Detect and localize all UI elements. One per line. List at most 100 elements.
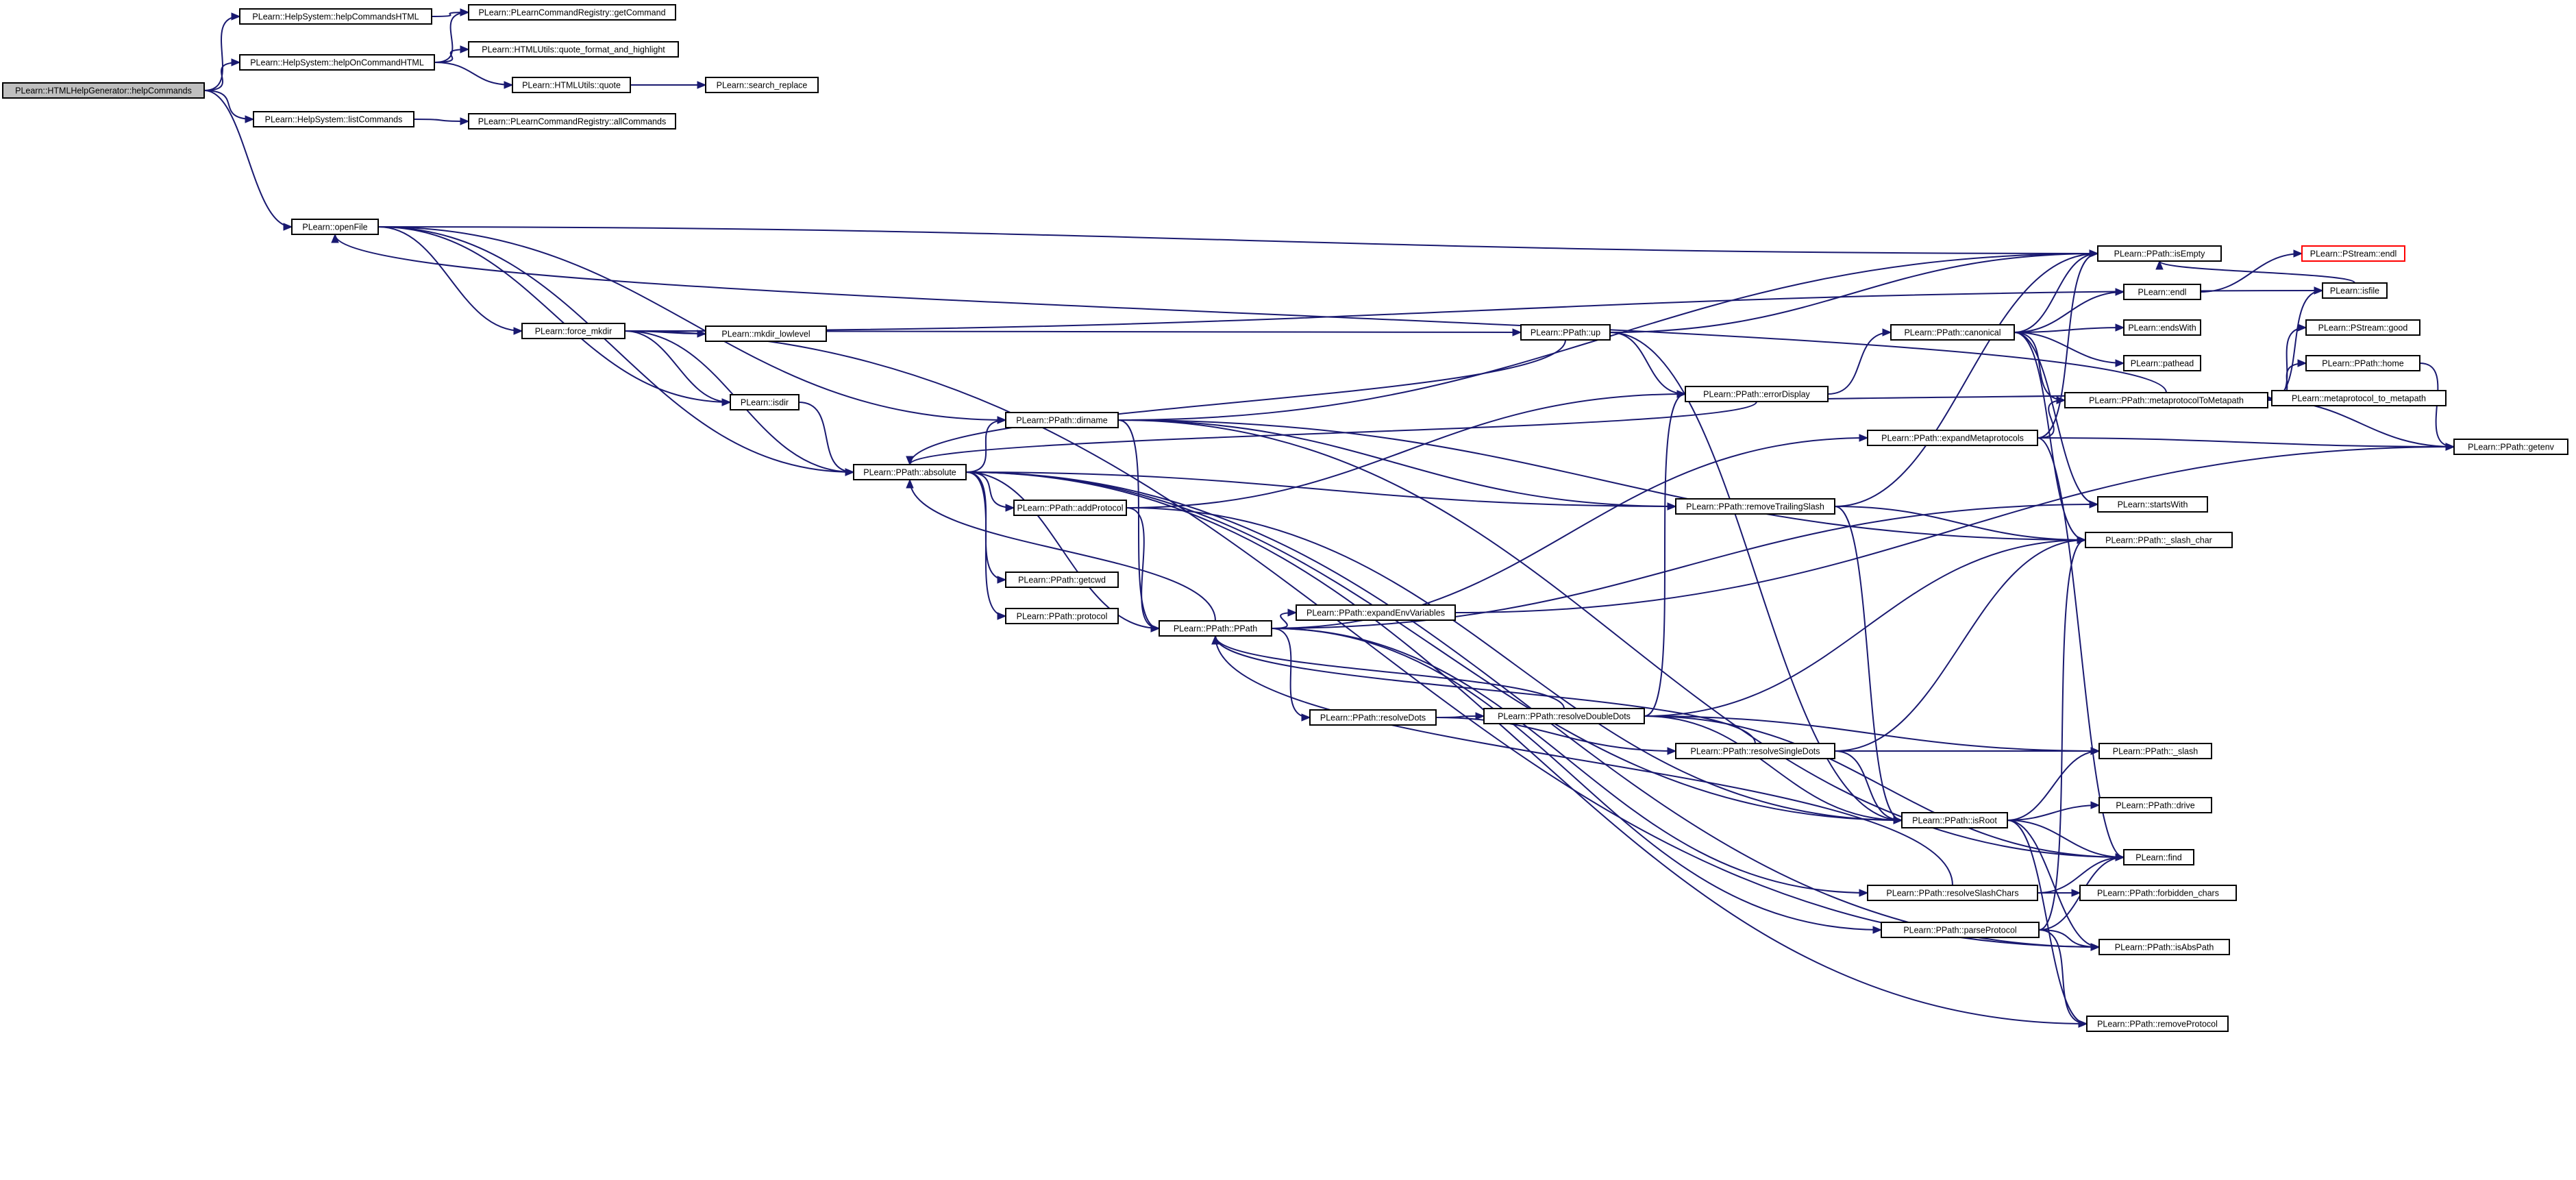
node-box bbox=[2098, 743, 2212, 759]
node-box bbox=[705, 77, 819, 93]
node-plearn-endswith[interactable]: PLearn::endsWith bbox=[2123, 319, 2201, 336]
node-plearn-ppath-isabspath[interactable]: PLearn::PPath::isAbsPath bbox=[2098, 939, 2230, 955]
node-plearn-ppath-removeprotocol[interactable]: PLearn::PPath::removeProtocol bbox=[2086, 1016, 2229, 1032]
node-plearn-startswith[interactable]: PLearn::startsWith bbox=[2097, 496, 2208, 513]
edge-n34-n45 bbox=[2267, 290, 2323, 401]
node-plearn-metaprotocol-to-metapath[interactable]: PLearn::metaprotocol_to_metapath bbox=[2271, 390, 2447, 406]
node-plearn-helpsystem-helpcommandshtml[interactable]: PLearn::HelpSystem::helpCommandsHTML bbox=[239, 8, 432, 25]
node-plearn-plearncommandregistry-getcommand[interactable]: PLearn::PLearnCommandRegistry::getComman… bbox=[468, 4, 676, 21]
node-plearn-ppath-expandmetaprotocols[interactable]: PLearn::PPath::expandMetaprotocols bbox=[1867, 430, 2038, 446]
node-plearn-ppath-getcwd[interactable]: PLearn::PPath::getcwd bbox=[1005, 571, 1119, 588]
node-plearn-pstream-good[interactable]: PLearn::PStream::good bbox=[2305, 319, 2420, 336]
node-plearn-ppath-slash-char[interactable]: PLearn::PPath::_slash_char bbox=[2085, 532, 2233, 548]
node-plearn-ppath-metaprotocoltometapath[interactable]: PLearn::PPath::metaprotocolToMetapath bbox=[2064, 392, 2268, 408]
node-plearn-ppath-resolvesingledots[interactable]: PLearn::PPath::resolveSingleDots bbox=[1675, 743, 1835, 759]
node-plearn-pathead[interactable]: PLearn::pathead bbox=[2123, 355, 2201, 371]
node-plearn-ppath-expandenvvariables[interactable]: PLearn::PPath::expandEnvVariables bbox=[1296, 604, 1456, 621]
node-label: PLearn::PPath::_slash_char bbox=[2105, 536, 2212, 545]
edge-n0-n7 bbox=[203, 90, 254, 120]
node-plearn-force-mkdir[interactable]: PLearn::force_mkdir bbox=[521, 323, 626, 339]
edge-arrowhead bbox=[1475, 712, 1485, 720]
node-label: PLearn::PPath::resolveDots bbox=[1320, 713, 1426, 723]
node-plearn-ppath-resolvedots[interactable]: PLearn::PPath::resolveDots bbox=[1309, 709, 1437, 726]
edge-arrowhead bbox=[2090, 747, 2101, 755]
edge-n24-n35 bbox=[1834, 253, 2098, 507]
node-box bbox=[1890, 324, 2015, 341]
node-plearn-pstream-endl[interactable]: PLearn::PStream::endl bbox=[2301, 245, 2405, 262]
node-plearn-isfile[interactable]: PLearn::isfile bbox=[2322, 282, 2388, 299]
node-plearn-ppath-slash[interactable]: PLearn::PPath::_slash bbox=[2098, 743, 2212, 759]
edge-n21-n28 bbox=[1644, 715, 1903, 821]
edge-arrowhead bbox=[283, 223, 293, 231]
edge-n27-n34 bbox=[2037, 400, 2066, 439]
node-plearn-helpsystem-listcommands[interactable]: PLearn::HelpSystem::listCommands bbox=[253, 111, 414, 127]
node-plearn-ppath-drive[interactable]: PLearn::PPath::drive bbox=[2098, 797, 2212, 813]
node-plearn-ppath-isroot[interactable]: PLearn::PPath::isRoot bbox=[1901, 812, 2008, 828]
node-plearn-openfile[interactable]: PLearn::openFile bbox=[291, 219, 379, 235]
edge-arrowhead bbox=[460, 117, 470, 125]
edge-n10-n12 bbox=[624, 330, 731, 403]
node-plearn-ppath-errordisplay[interactable]: PLearn::PPath::errorDisplay bbox=[1685, 386, 1829, 402]
node-plearn-ppath-removetrailingslash[interactable]: PLearn::PPath::removeTrailingSlash bbox=[1675, 498, 1835, 515]
edge-n3-n5 bbox=[434, 62, 513, 86]
edge-arrowhead bbox=[2071, 889, 2081, 897]
node-plearn-ppath-forbidden-chars[interactable]: PLearn::PPath::forbidden_chars bbox=[2079, 885, 2237, 901]
edge-arrowhead bbox=[906, 478, 914, 489]
node-box bbox=[1309, 709, 1437, 726]
call-graph-nodes: PLearn::HTMLHelpGenerator::helpCommandsP… bbox=[2, 4, 2568, 1032]
node-label: PLearn::HelpSystem::listCommands bbox=[265, 115, 403, 125]
node-box bbox=[2097, 245, 2222, 262]
edge-arrowhead bbox=[504, 81, 514, 89]
edge-arrowhead bbox=[1676, 390, 1687, 398]
node-plearn-isdir[interactable]: PLearn::isdir bbox=[730, 394, 800, 410]
node-plearn-mkdir-lowlevel[interactable]: PLearn::mkdir_lowlevel bbox=[705, 325, 827, 342]
edge-n9-n35 bbox=[377, 226, 2098, 254]
node-plearn-ppath-ppath[interactable]: PLearn::PPath::PPath bbox=[1159, 620, 1272, 637]
node-box bbox=[705, 325, 827, 342]
edge-arrowhead bbox=[1005, 504, 1015, 512]
node-plearn-find[interactable]: PLearn::find bbox=[2123, 849, 2194, 865]
node-plearn-ppath-canonical[interactable]: PLearn::PPath::canonical bbox=[1890, 324, 2015, 341]
edge-n22-n13 bbox=[909, 339, 1566, 465]
node-plearn-endl[interactable]: PLearn::endl bbox=[2123, 284, 2201, 300]
node-box bbox=[2064, 392, 2268, 408]
node-plearn-plearncommandregistry-allcommands[interactable]: PLearn::PLearnCommandRegistry::allComman… bbox=[468, 113, 676, 130]
edge-arrowhead bbox=[2297, 359, 2307, 367]
edge-arrowhead bbox=[2115, 323, 2125, 332]
node-plearn-ppath-resolveslashchars[interactable]: PLearn::PPath::resolveSlashChars bbox=[1867, 885, 2038, 901]
node-plearn-ppath-dirname[interactable]: PLearn::PPath::dirname bbox=[1005, 412, 1119, 428]
edge-n24-n37 bbox=[1834, 506, 2086, 541]
node-box bbox=[1159, 620, 1272, 637]
edge-arrowhead bbox=[513, 327, 523, 335]
edge-n26-n33 bbox=[2014, 332, 2125, 364]
node-box bbox=[1296, 604, 1456, 621]
node-label: PLearn::force_mkdir bbox=[535, 327, 612, 336]
node-plearn-ppath-up[interactable]: PLearn::PPath::up bbox=[1520, 324, 1611, 341]
node-label: PLearn::PPath::addProtocol bbox=[1017, 504, 1124, 513]
node-plearn-htmlhelpgenerator-helpcommands[interactable]: PLearn::HTMLHelpGenerator::helpCommands bbox=[2, 82, 205, 99]
edge-n26-n35 bbox=[2014, 253, 2098, 333]
node-plearn-ppath-getenv[interactable]: PLearn::PPath::getenv bbox=[2453, 439, 2568, 455]
node-plearn-ppath-parseprotocol[interactable]: PLearn::PPath::parseProtocol bbox=[1881, 922, 2040, 938]
node-plearn-htmlutils-quote[interactable]: PLearn::HTMLUtils::quote bbox=[512, 77, 631, 93]
node-plearn-ppath-resolvedoubledots[interactable]: PLearn::PPath::resolveDoubleDots bbox=[1483, 708, 1645, 724]
node-box bbox=[291, 219, 379, 235]
edge-arrowhead bbox=[2090, 943, 2101, 951]
node-plearn-ppath-absolute[interactable]: PLearn::PPath::absolute bbox=[853, 464, 967, 480]
node-plearn-ppath-addprotocol[interactable]: PLearn::PPath::addProtocol bbox=[1013, 500, 1127, 516]
node-plearn-search-replace[interactable]: PLearn::search_replace bbox=[705, 77, 819, 93]
node-label: PLearn::mkdir_lowlevel bbox=[721, 330, 810, 339]
node-box bbox=[2123, 319, 2201, 336]
node-plearn-htmlutils-quote-format-and-highlight[interactable]: PLearn::HTMLUtils::quote_format_and_high… bbox=[468, 41, 679, 58]
node-box bbox=[2271, 390, 2447, 406]
node-plearn-ppath-protocol[interactable]: PLearn::PPath::protocol bbox=[1005, 608, 1119, 624]
node-plearn-ppath-isempty[interactable]: PLearn::PPath::isEmpty bbox=[2097, 245, 2222, 262]
node-label: PLearn::search_replace bbox=[717, 81, 808, 90]
node-label: PLearn::PPath::isEmpty bbox=[2114, 249, 2205, 259]
node-label: PLearn::endl bbox=[2138, 288, 2187, 297]
node-box bbox=[1005, 571, 1119, 588]
edge-n14-n37 bbox=[1117, 419, 2086, 541]
node-plearn-helpsystem-helponcommandhtml[interactable]: PLearn::HelpSystem::helpOnCommandHTML bbox=[239, 54, 435, 71]
node-label: PLearn::PPath::isAbsPath bbox=[2115, 943, 2214, 952]
node-plearn-ppath-home[interactable]: PLearn::PPath::home bbox=[2305, 355, 2420, 371]
